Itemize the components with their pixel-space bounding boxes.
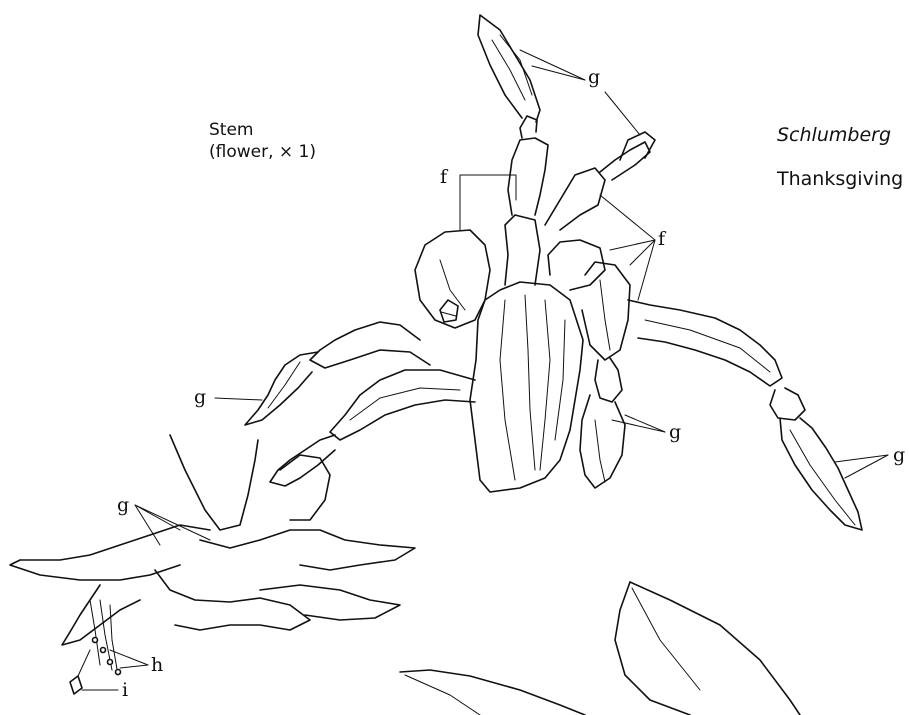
- label-g-left: g: [194, 388, 206, 407]
- flower-cluster: [10, 435, 415, 694]
- left-arm-branch: [245, 322, 475, 486]
- lower-leaf-segments: [400, 582, 800, 715]
- stem-caption-title: Stem: [209, 120, 253, 141]
- species-scientific-name: Schlumberg: [777, 124, 891, 146]
- stem-caption-scale: (flower, × 1): [209, 142, 316, 163]
- upper-right-branch: [545, 132, 655, 230]
- label-f-left: f: [440, 168, 447, 187]
- species-common-name: Thanksgiving: [777, 168, 903, 190]
- label-g-flower: g: [117, 496, 129, 515]
- label-g-right: g: [893, 446, 905, 465]
- left-upper-segment: [415, 230, 490, 328]
- central-stem-segment: [470, 282, 583, 492]
- right-arm-branch: [628, 300, 862, 530]
- label-i: i: [122, 681, 128, 700]
- label-f-right: f: [658, 230, 665, 249]
- upper-segment-column: [478, 15, 548, 285]
- label-g-top: g: [588, 68, 600, 87]
- label-g-middle: g: [669, 423, 681, 442]
- right-middle-segments: [548, 240, 630, 488]
- label-h: h: [151, 656, 163, 675]
